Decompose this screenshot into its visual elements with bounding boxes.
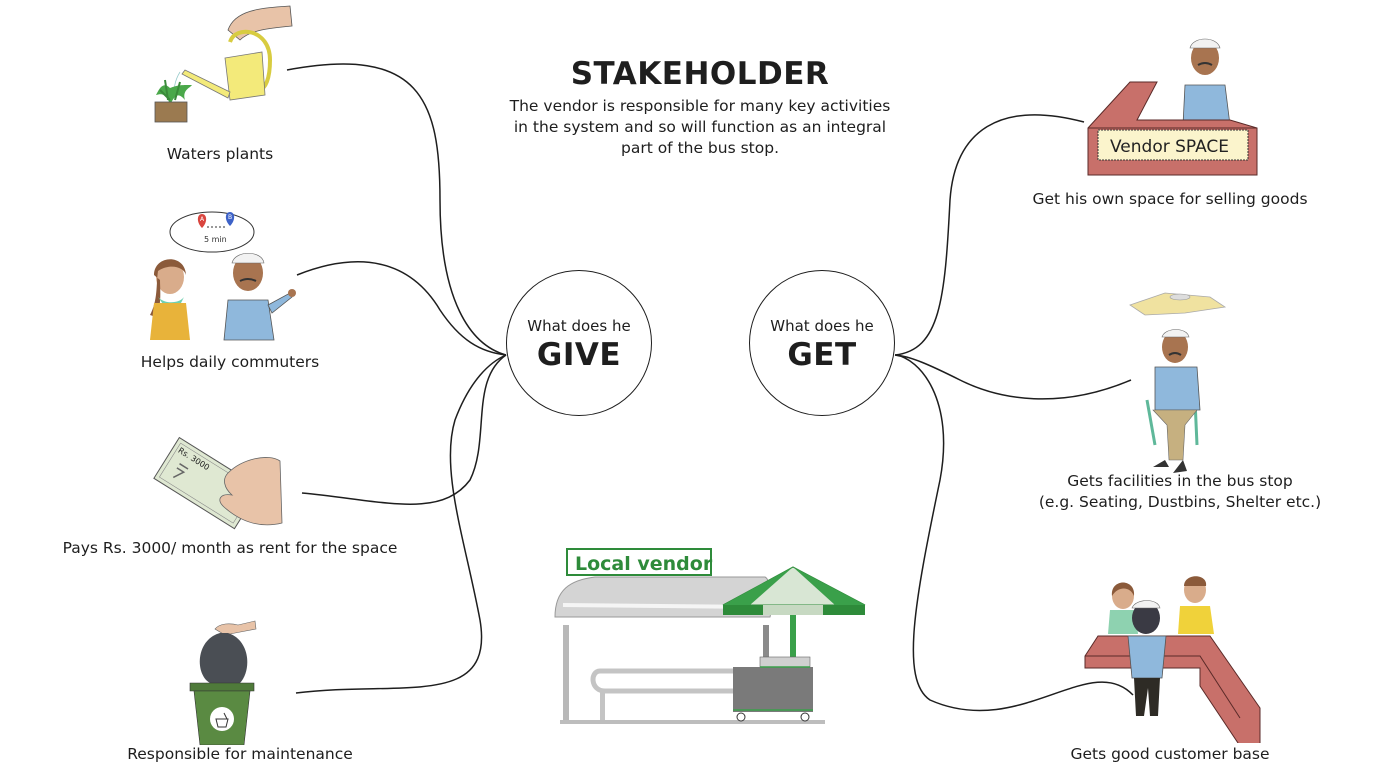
page-description: The vendor is responsible for many key a…	[470, 96, 930, 159]
connector-pays-rent	[301, 354, 507, 505]
get-hub-question: What does he	[770, 317, 874, 335]
description-line: The vendor is responsible for many key a…	[509, 97, 891, 115]
pin-a-label: A	[200, 216, 205, 223]
customers-counter-icon	[1084, 576, 1261, 743]
description-line: in the system and so will function as an…	[513, 118, 887, 136]
bus-stop-vendor-icon: Local vendor	[554, 548, 866, 724]
get-caption-own-space: Get his own space for selling goods	[1032, 190, 1308, 208]
give-caption-helps-commuters: Helps daily commuters	[140, 353, 320, 371]
connector-facilities	[894, 354, 1132, 400]
description-line: part of the bus stop.	[620, 139, 779, 157]
connector-helps-commuters	[296, 261, 507, 356]
page-title: STAKEHOLDER	[570, 56, 830, 92]
get-caption-customer-base: Gets good customer base	[1070, 745, 1270, 763]
rent-money-icon: Rs. 3000	[153, 436, 283, 530]
commuters-conversation-icon: A B 5 min	[150, 211, 296, 341]
give-hub-question: What does he	[527, 317, 631, 335]
vendor-space-sign: Vendor SPACE	[1110, 137, 1229, 157]
connector-maintenance	[295, 354, 507, 694]
connector-waters-plants	[286, 63, 507, 356]
watering-can-icon	[154, 5, 293, 123]
facilities-caption-line: Gets facilities in the bus stop	[1067, 472, 1293, 490]
get-hub-keyword: GET	[787, 337, 857, 373]
pin-b-label: B	[228, 214, 232, 221]
connector-customer-base	[894, 354, 1134, 712]
vendor-counter-icon: Vendor SPACE	[1087, 38, 1258, 176]
seated-vendor-icon	[1129, 292, 1227, 473]
dustbin-icon	[189, 620, 257, 745]
get-hub: What does he GET	[749, 270, 895, 416]
local-vendor-sign: Local vendor	[575, 553, 713, 575]
give-hub-keyword: GIVE	[536, 337, 622, 373]
get-caption-facilities: Gets facilities in the bus stop (e.g. Se…	[1020, 471, 1340, 513]
bubble-time-label: 5 min	[204, 235, 227, 244]
connector-own-space	[894, 114, 1085, 356]
give-caption-maintenance: Responsible for maintenance	[127, 745, 353, 763]
give-hub: What does he GIVE	[506, 270, 652, 416]
facilities-caption-line: (e.g. Seating, Dustbins, Shelter etc.)	[1038, 493, 1322, 511]
give-caption-waters-plants: Waters plants	[166, 145, 274, 163]
give-caption-pays-rent: Pays Rs. 3000/ month as rent for the spa…	[62, 539, 398, 557]
